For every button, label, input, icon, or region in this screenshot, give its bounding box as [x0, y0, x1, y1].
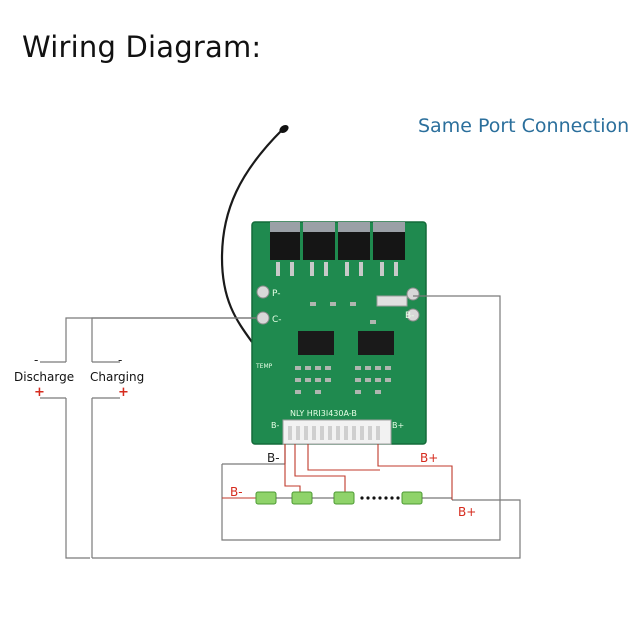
ic-left	[298, 331, 334, 355]
pcb-label-temp: TEMP	[255, 363, 273, 370]
pcb-label-b-plus: B+	[392, 421, 404, 430]
pad-b-minus-mid	[406, 308, 420, 322]
pcb-label-b-minus-mid: B-	[405, 311, 414, 321]
wire-label-b-plus-top: B+	[420, 451, 438, 465]
battery-cell-2	[291, 491, 313, 505]
pad-c-minus	[256, 311, 270, 325]
pcb-label-b-minus: B-	[271, 421, 279, 430]
connector-pins	[288, 426, 380, 440]
discharge-label: Discharge	[14, 370, 74, 384]
charging-pos: +	[118, 385, 129, 400]
ic-right	[358, 331, 394, 355]
mosfet-row	[270, 222, 405, 276]
diagram-subtitle: Same Port Connection	[418, 115, 630, 137]
battery-cell-1	[255, 491, 277, 505]
smd-components	[295, 302, 391, 394]
bus-bar	[376, 295, 408, 307]
charging-neg: -	[118, 353, 122, 367]
battery-cell-4	[401, 491, 423, 505]
pcb-label-p-minus: P-	[272, 289, 280, 299]
ellipsis-dots	[360, 496, 400, 500]
terminal-gap	[40, 362, 160, 398]
diagram-title: Wiring Diagram:	[22, 30, 262, 64]
pcb-silkscreen: NLY HRI3I430A-B	[290, 409, 357, 418]
charging-label: Charging	[90, 370, 144, 384]
discharge-neg: -	[34, 353, 38, 367]
main-wires	[65, 295, 521, 559]
pcb-label-c-minus: C-	[272, 315, 282, 325]
battery-cell-3	[333, 491, 355, 505]
wire-label-b-minus-top: B-	[267, 451, 280, 465]
discharge-pos: +	[34, 385, 45, 400]
wire-label-b-plus-right: B+	[458, 505, 476, 519]
battery-cells	[255, 491, 423, 505]
temp-sensor-probe	[279, 124, 289, 134]
pad-b-plus	[406, 287, 420, 301]
terminal-stubs	[40, 361, 120, 399]
pad-p-minus	[256, 285, 270, 299]
wire-label-b-minus-left: B-	[230, 485, 243, 499]
